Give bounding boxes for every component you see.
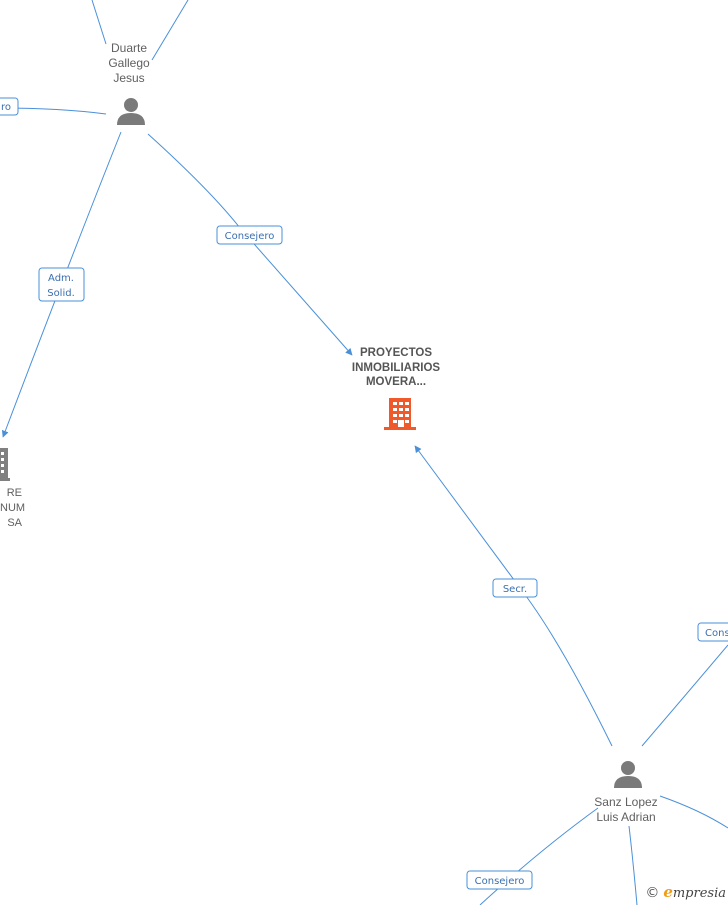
label-line: NUM [0,502,26,514]
person-icon[interactable] [614,761,642,788]
edge-sanz-right [659,795,728,829]
edge-tag-adm-solid[interactable]: Adm. Solid. [38,267,85,302]
company-node-label[interactable]: RE NUM SA [0,486,26,531]
label-line: Duarte [110,41,148,55]
label-line: Jesus [113,71,145,85]
svg-text:Consejero: Consejero [225,231,275,242]
edge-tag-consejero-bottom[interactable]: Consejero [466,870,533,890]
svg-text:Adm.: Adm. [48,273,74,284]
edge-tag-consejero-right[interactable]: Conse [697,622,728,642]
brand-initial: e [663,883,673,901]
copyright-symbol: © [645,885,660,901]
edge-sanz-bottom-left [479,807,599,905]
svg-text:ro: ro [1,102,11,113]
label-line: PROYECTOS [360,347,432,359]
label-line: SA [7,517,22,529]
edge-duarte-up-right [151,0,189,61]
svg-text:Conse: Conse [705,628,728,639]
edge-tag-top-left[interactable]: ro [0,97,19,116]
edge-sanz-right-up [641,644,728,747]
person-icon[interactable] [117,98,145,125]
svg-text:Secr.: Secr. [503,584,527,595]
brand-logo: ©empresia [645,883,726,901]
svg-text:Solid.: Solid. [47,288,75,299]
brand-name: mpresia [672,886,726,901]
building-icon[interactable] [0,448,10,481]
label-line: Sanz Lopez [594,795,658,809]
label-line: MOVERA... [365,376,427,388]
edge-sanz-bottom [628,825,638,905]
person-node-label[interactable]: Duarte Gallego Jesus [94,41,164,86]
person-node-label[interactable]: Sanz Lopez Luis Adrian [580,795,672,825]
label-line: INMOBILIARIOS [351,361,441,374]
building-icon[interactable] [384,398,416,430]
label-line: RE [6,487,22,499]
company-node-label[interactable]: PROYECTOS INMOBILIARIOS MOVERA... [330,346,462,390]
edge-duarte-center [147,133,353,356]
svg-text:Consejero: Consejero [475,876,525,887]
label-line: Luis Adrian [596,810,656,824]
edge-tag-secr[interactable]: Secr. [492,578,538,598]
label-line: Gallego [108,56,150,70]
edge-tag-consejero-top[interactable]: Consejero [216,225,283,245]
edge-duarte-up-left [91,0,107,45]
